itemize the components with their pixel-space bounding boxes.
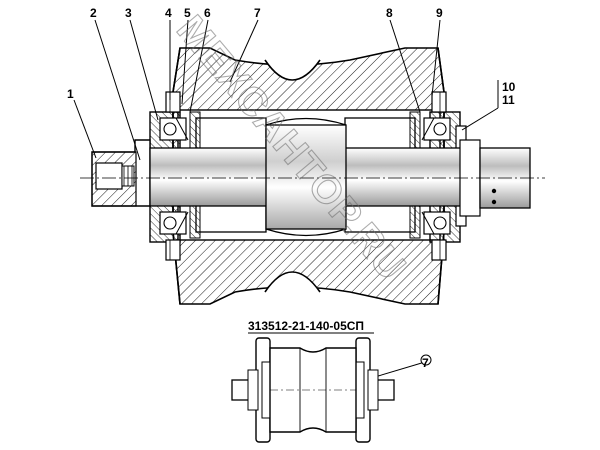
label-4: 4: [165, 6, 172, 20]
label-2: 2: [90, 6, 97, 20]
axle-shaft: [80, 117, 545, 237]
label-6: 6: [204, 6, 211, 20]
label-7: 7: [254, 6, 261, 20]
label-9: 9: [436, 6, 443, 20]
label-11: 11: [502, 93, 515, 107]
callout-labels: 1 2 3 4 5 6 7 8 9 10 11: [67, 6, 516, 107]
label-10: 10: [502, 80, 516, 94]
detail-label-7: 7: [422, 356, 429, 370]
label-3: 3: [125, 6, 132, 20]
label-5: 5: [184, 6, 191, 20]
label-8: 8: [386, 6, 393, 20]
drawing-caption: 313512-21-140-05СП: [248, 319, 364, 333]
roller-exterior-view: [231, 337, 432, 443]
label-1: 1: [67, 87, 74, 101]
